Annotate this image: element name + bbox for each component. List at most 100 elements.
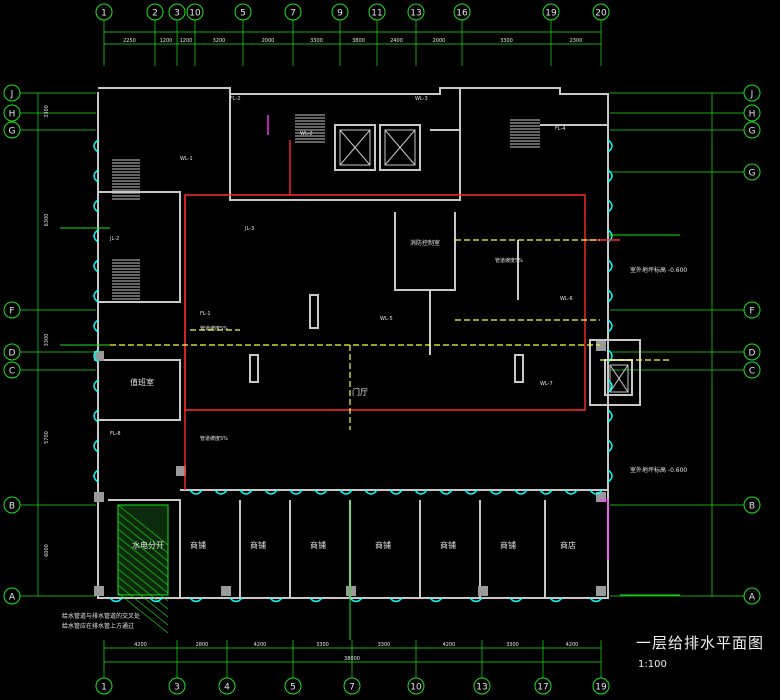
window-south-1 [214, 489, 228, 495]
axis-right-5-label: D [749, 349, 756, 359]
hatch-7 [117, 560, 169, 602]
window-east-28 [607, 289, 613, 303]
dim-bottom-1: 2800 [196, 642, 209, 648]
label-hall: 门厅 [352, 387, 368, 397]
dim-top-10: 2300 [570, 38, 583, 44]
window-west-25 [93, 259, 99, 273]
column-9 [176, 466, 186, 476]
window-west-21 [93, 199, 99, 213]
room-label-5: 商铺 [500, 540, 516, 550]
window-west-17 [93, 139, 99, 153]
dim-left-0: 3300 [44, 105, 50, 118]
window-east-30 [607, 319, 613, 333]
window-north-47 [349, 597, 363, 603]
room-label-2: 商铺 [310, 540, 326, 550]
window-south-16 [589, 489, 603, 495]
window-west-29 [93, 319, 99, 333]
axis-left-2-label: G [9, 127, 16, 137]
axis-right-0-label: J [750, 90, 754, 100]
axis-top-6-label: 9 [337, 9, 343, 19]
annotation-tags: WL-1WL-2WL-3FL-4JL-2JL-3WL-5WL-6FL-8WL-7… [109, 96, 573, 437]
room-label-3: 商铺 [375, 540, 391, 550]
axis-left-4-label: D [9, 349, 16, 359]
window-west-37 [93, 439, 99, 453]
window-east-32 [607, 349, 613, 363]
axis-left-3-label: F [9, 307, 14, 317]
window-east-20 [607, 169, 613, 183]
window-south-10 [439, 489, 453, 495]
room-labels: 商铺商铺商铺商铺商铺商铺商店 [190, 540, 576, 550]
dim-top-5: 3300 [310, 38, 323, 44]
drawing-title-text: 一层给排水平面图 [636, 634, 765, 652]
axis-top-0-label: 1 [101, 9, 107, 19]
tag-1: WL-2 [300, 131, 313, 137]
axis-top-9-label: 16 [456, 9, 468, 19]
axis-bottom-3-label: 5 [290, 683, 296, 693]
window-north-49 [429, 597, 443, 603]
window-north-41 [109, 597, 123, 603]
axis-left-6-label: B [9, 502, 15, 512]
note-line-2: 给水管应在排水管上方通过 [62, 622, 134, 630]
axis-right-3-label: G [749, 169, 756, 179]
window-west-35 [93, 409, 99, 423]
window-south-11 [464, 489, 478, 495]
axis-right-8-label: A [749, 593, 756, 603]
axis-right-7-label: B [749, 502, 755, 512]
window-north-53 [589, 597, 603, 603]
axis-right-6-label: C [749, 367, 755, 377]
window-arcs [93, 139, 613, 603]
dim-top-1: 1200 [160, 38, 173, 44]
column-3 [221, 586, 231, 596]
dim-bottom-5: 4200 [443, 642, 456, 648]
label-fire-control: 消防控制室 [410, 239, 440, 247]
tag-6: WL-5 [380, 316, 393, 322]
hatch-8 [117, 568, 169, 610]
tag-10: FL-1 [200, 311, 211, 317]
window-west-19 [93, 169, 99, 183]
room-label-1: 商铺 [250, 540, 266, 550]
note-line-1: 给水管道与排水管道的交叉处 [62, 612, 140, 620]
drawing-title: 一层给排水平面图1:100 [636, 632, 780, 671]
structural-columns [94, 341, 606, 596]
dim-bottom-7: 4200 [566, 642, 579, 648]
window-south-14 [539, 489, 553, 495]
branch-pipes [60, 227, 680, 640]
tag-5: JL-3 [244, 226, 254, 232]
hatch-0 [117, 504, 169, 546]
dim-top-4: 2000 [262, 38, 275, 44]
vent-pipes [267, 115, 609, 560]
window-south-7 [364, 489, 378, 495]
window-north-51 [509, 597, 523, 603]
window-north-42 [149, 597, 163, 603]
window-south-2 [239, 489, 253, 495]
column-2 [94, 586, 104, 596]
axis-right-1-label: H [749, 110, 756, 120]
water-supply-pipes [184, 140, 620, 490]
axis-bottom-5-label: 10 [410, 683, 422, 693]
axis-top-4-label: 5 [240, 9, 246, 19]
tag-11: FL-2 [230, 96, 241, 102]
hatch-2 [117, 520, 169, 562]
label-dock: 水电分开 [132, 540, 164, 550]
column-4 [346, 586, 356, 596]
column-0 [94, 492, 104, 502]
window-north-46 [309, 597, 323, 603]
dim-bottom-2: 4200 [254, 642, 267, 648]
window-north-44 [229, 597, 243, 603]
elevator-shafts [339, 129, 629, 393]
tag-3: FL-4 [555, 126, 566, 132]
hatch-3 [117, 528, 169, 570]
column-7 [94, 351, 104, 361]
window-north-45 [269, 597, 283, 603]
tag-9: WL-7 [540, 381, 553, 387]
window-north-50 [469, 597, 483, 603]
room-label-4: 商铺 [440, 540, 456, 550]
hatch-9 [117, 576, 169, 618]
axis-top-2-label: 3 [174, 9, 180, 19]
tag-0: WL-1 [180, 156, 193, 162]
hatch-1 [117, 512, 169, 554]
window-east-36 [607, 409, 613, 423]
